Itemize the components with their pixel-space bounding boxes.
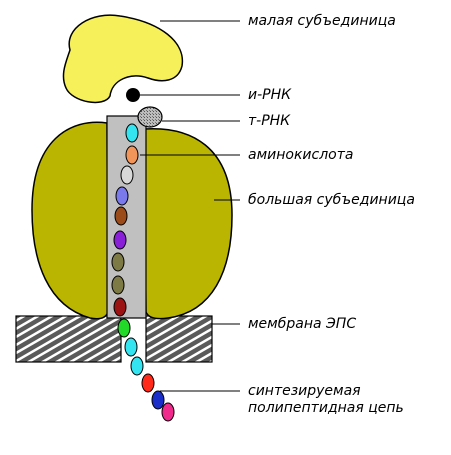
chain-bead (113, 230, 127, 250)
label-chain-line2: полипептидная цепь (248, 400, 404, 416)
chain-bead (111, 252, 125, 272)
chain-bead (120, 165, 134, 185)
trna-blob (137, 106, 163, 128)
chain-bead (113, 297, 127, 317)
small-subunit (62, 14, 184, 104)
chain-bead (141, 373, 155, 393)
chain-bead (115, 186, 129, 206)
large-subunit-right (143, 127, 233, 320)
chain-bead (161, 402, 175, 422)
leader-lines (140, 20, 240, 392)
polypeptide-chain (111, 123, 175, 422)
chain-bead (130, 356, 144, 376)
amino-acid-bead (125, 145, 139, 165)
label-membrane: мембрана ЭПС (248, 316, 357, 332)
label-trna: т-РНК (248, 113, 291, 129)
large-subunit-left (31, 121, 109, 320)
chain-bead (111, 275, 125, 295)
label-mrna: и-РНК (248, 87, 292, 103)
label-amino-acid: аминокислота (248, 147, 354, 163)
membrane-right (145, 315, 213, 363)
membrane-left (15, 315, 122, 363)
label-chain-line1: синтезируемая (248, 383, 361, 399)
mrna-dot (126, 88, 140, 102)
label-large-subunit: большая субъединица (248, 192, 415, 208)
chain-bead (124, 337, 138, 357)
chain-bead (114, 206, 128, 226)
label-small-subunit: малая субъединица (248, 13, 396, 29)
chain-bead (125, 123, 139, 143)
chain-bead (151, 390, 165, 410)
chain-bead (117, 318, 131, 338)
